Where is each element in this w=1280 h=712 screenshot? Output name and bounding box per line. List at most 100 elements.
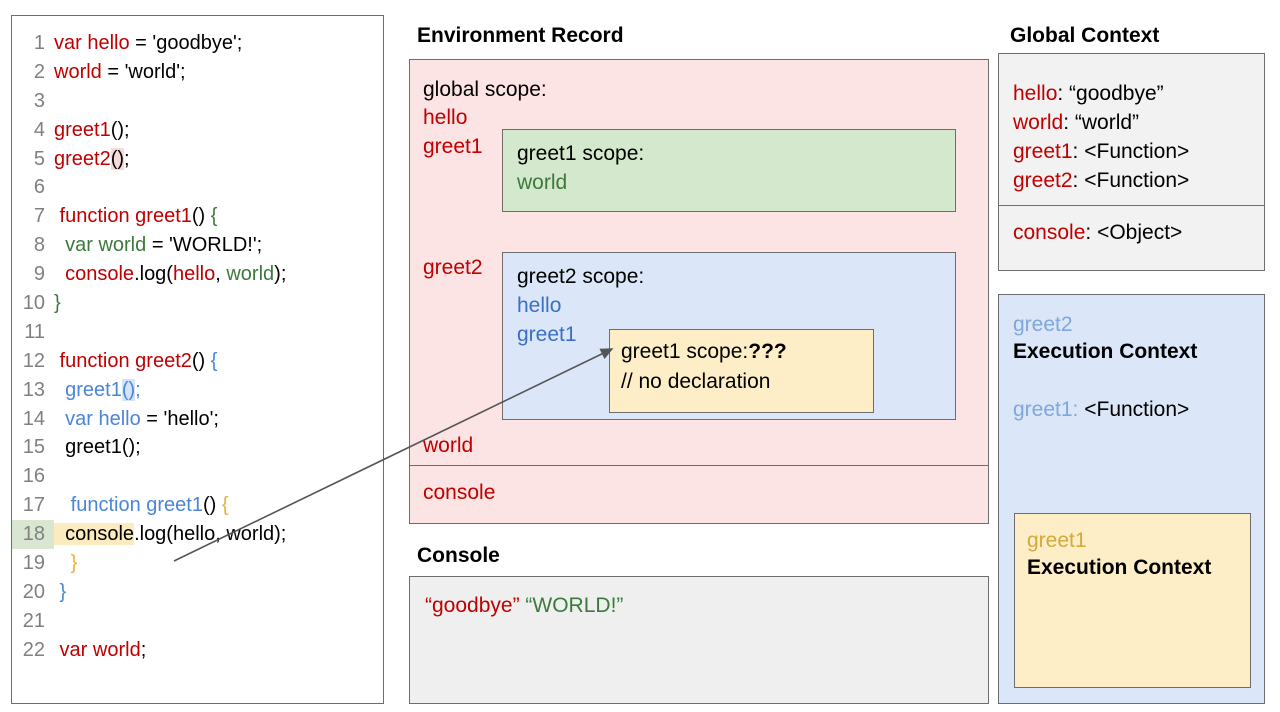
global-context-row-greet1: greet1: <Function> — [1013, 140, 1189, 164]
code-token: ; — [124, 147, 130, 170]
code-line-source: var world; — [54, 636, 383, 665]
code-token: = 'goodbye'; — [135, 32, 243, 54]
env-console-row: console — [410, 466, 988, 524]
code-token: { — [210, 205, 218, 228]
code-line-source: function greet1() { — [54, 202, 383, 231]
code-token: { — [221, 494, 229, 517]
global-context-key-greet2: greet2 — [1013, 169, 1073, 192]
greet2-execution-context-panel: greet2 Execution Context greet1: <Functi… — [998, 294, 1265, 704]
code-token: world — [226, 263, 275, 286]
code-line-source: function greet2() { — [54, 347, 383, 376]
code-line: 11 — [12, 318, 383, 347]
code-line: 16 — [12, 462, 383, 491]
code-line: 14 var hello = 'hello'; — [12, 405, 383, 434]
code-line: 22 var world; — [12, 636, 383, 665]
code-line-source: greet1(); — [54, 116, 383, 145]
global-context-row-hello: hello: “goodbye” — [1013, 82, 1164, 106]
greet1-execution-context-title: Execution Context — [1027, 556, 1212, 579]
code-token: greet1 — [54, 378, 122, 401]
global-context-colon-hello: : — [1057, 82, 1064, 105]
global-context-row-console: console: <Object> — [1013, 221, 1182, 245]
global-context-colon-world: : — [1063, 111, 1070, 134]
inner-greet1-scope-title: greet1 scope:??? — [621, 340, 787, 364]
greet2-scope-title: greet2 scope: — [517, 265, 645, 288]
code-token: .log( — [134, 263, 173, 286]
global-context-colon-greet2: : — [1072, 169, 1079, 192]
code-token: var world — [54, 234, 152, 257]
code-line: 8 var world = 'WORLD!'; — [12, 231, 383, 260]
global-context-value-greet2: <Function> — [1078, 169, 1190, 192]
code-token: ; — [135, 378, 141, 401]
code-line-number: 11 — [24, 320, 45, 343]
global-context-row-world: world: “world” — [1013, 111, 1139, 135]
environment-record-panel: global scope: hello greet1 greet2 world … — [409, 59, 989, 524]
code-line-number: 16 — [22, 465, 45, 488]
env-var-greet2: greet2 — [423, 256, 483, 279]
code-line: 17 function greet1() { — [12, 491, 383, 520]
code-token: () — [191, 205, 211, 228]
console-entry: “goodbye” — [425, 594, 520, 617]
code-line-number: 20 — [22, 580, 45, 603]
code-line: 12 function greet2() { — [12, 347, 383, 376]
code-line-source: console.log(hello, world); — [54, 260, 383, 289]
code-line: 6 — [12, 173, 383, 202]
code-token: greet1(); — [54, 436, 141, 459]
code-token: world — [54, 60, 108, 83]
greet2-scope-box: greet2 scope: hello greet1 greet1 scope:… — [502, 252, 956, 420]
code-token: function greet2 — [54, 349, 192, 372]
greet1-execution-context-panel: greet1 Execution Context — [1014, 513, 1251, 688]
code-token: () — [110, 147, 125, 170]
code-line: 20 } — [12, 578, 383, 607]
code-line-source: greet2(); — [54, 145, 383, 174]
code-token: console — [54, 523, 135, 546]
global-context-colon-console: : — [1085, 221, 1092, 244]
code-token: var hello — [54, 32, 136, 54]
greet2-ec-entry-value: <Function> — [1078, 398, 1190, 421]
code-line-number: 6 — [33, 176, 45, 199]
env-var-world: world — [423, 434, 474, 457]
code-line-number: 12 — [22, 349, 45, 372]
code-token: = 'WORLD!'; — [151, 234, 263, 257]
code-line-number: 21 — [22, 609, 45, 632]
code-token: () — [202, 494, 222, 517]
code-line-source: } — [54, 578, 383, 607]
code-token: greet2 — [54, 147, 111, 170]
code-line-number: 1 — [33, 32, 45, 54]
code-line-number: 8 — [33, 234, 45, 257]
code-token: var hello — [54, 407, 147, 430]
greet2-ec-entry-key: greet1 — [1013, 398, 1073, 421]
code-line-source: greet1(); — [54, 376, 383, 405]
global-context-heading: Global Context — [1010, 24, 1160, 47]
global-context-key-world: world — [1013, 111, 1064, 134]
console-panel: “goodbye” “WORLD!” — [409, 576, 989, 704]
code-token: } — [54, 552, 78, 575]
code-token: var world — [54, 638, 141, 661]
code-token: = 'world'; — [107, 60, 186, 83]
global-context-value-hello: “goodbye” — [1063, 82, 1164, 105]
code-line-source: var hello = 'goodbye'; — [54, 29, 383, 58]
code-line-number: 19 — [22, 552, 45, 575]
code-token: } — [54, 580, 67, 603]
greet2-execution-context-name: greet2 — [1013, 313, 1073, 336]
code-line-source: console.log(hello, world); — [54, 520, 383, 549]
inner-greet1-unknown-marker: ??? — [748, 340, 787, 363]
global-context-key-hello: hello — [1013, 82, 1058, 105]
greet1-scope-var-world: world — [517, 171, 568, 194]
global-context-vars: hello: “goodbye” world: “world” greet1: … — [999, 54, 1264, 206]
code-line-number: 17 — [22, 494, 45, 517]
code-line: 10} — [12, 289, 383, 318]
global-context-colon-greet1: : — [1072, 140, 1079, 163]
code-line: 3 — [12, 87, 383, 116]
greet2-execution-context-title: Execution Context — [1013, 340, 1198, 363]
inner-greet1-scope-title-text: greet1 scope: — [621, 340, 749, 363]
code-line: 21 — [12, 607, 383, 636]
code-line-number: 13 — [22, 378, 45, 401]
global-context-value-console: <Object> — [1091, 221, 1183, 244]
greet2-scope-var-greet1: greet1 — [517, 323, 577, 346]
console-entry: “WORLD!” — [525, 594, 624, 617]
